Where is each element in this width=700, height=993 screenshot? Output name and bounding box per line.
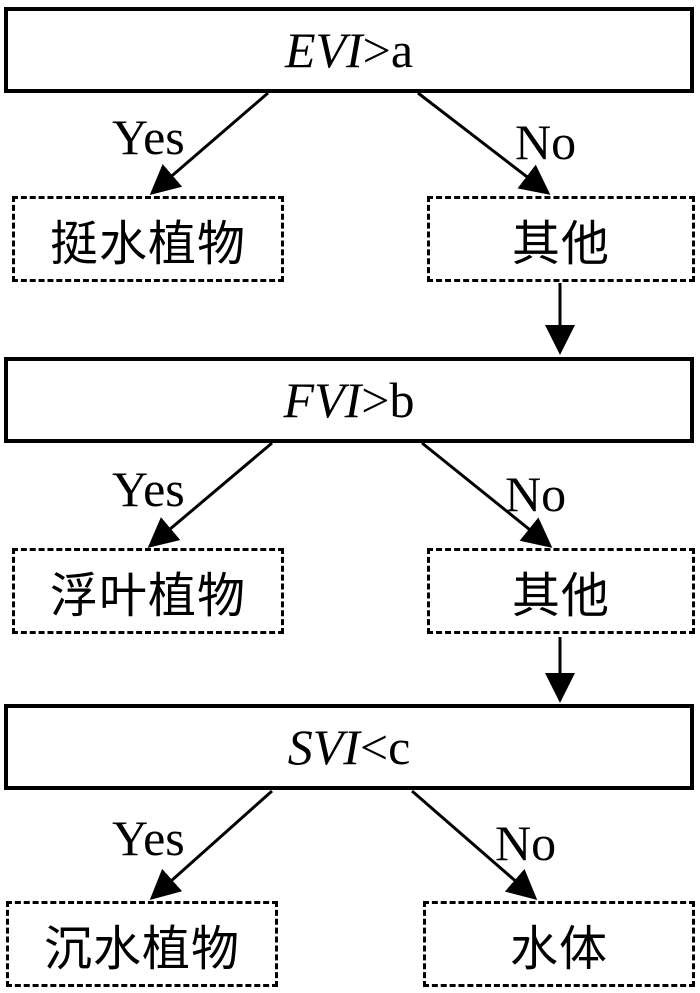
condition-variable: SVI [287,719,360,775]
arrow-no-1 [417,91,551,195]
condition-svi: SVI<c [4,704,694,790]
arrow-no-2 [421,441,553,548]
arrow-no-3 [411,789,538,900]
no-label: No [515,114,577,170]
no-label: No [505,466,567,522]
arrow-yes-3 [149,789,273,900]
condition-evi: EVI>a [4,7,694,93]
arrow-yes-1 [149,91,269,195]
leaf-emergent-plants: 挺水植物 [12,196,284,282]
condition-operator: <c [359,719,411,775]
condition-operator: >a [362,22,414,78]
condition-variable: EVI [284,22,363,78]
condition-variable: FVI [283,372,362,428]
leaf-submerged-plants: 沉水植物 [6,901,278,987]
leaf-other-2: 其他 [427,548,695,634]
yes-label: Yes [112,461,185,517]
leaf-other-1: 其他 [427,196,695,282]
leaf-floating-leaf-plants: 浮叶植物 [12,548,284,634]
arrow-yes-2 [147,441,273,548]
leaf-water-body: 水体 [423,901,695,987]
condition-fvi: FVI>b [4,357,694,443]
yes-label: Yes [112,810,185,866]
yes-label: Yes [112,109,185,165]
condition-operator: >b [361,372,415,428]
no-label: No [495,815,557,871]
